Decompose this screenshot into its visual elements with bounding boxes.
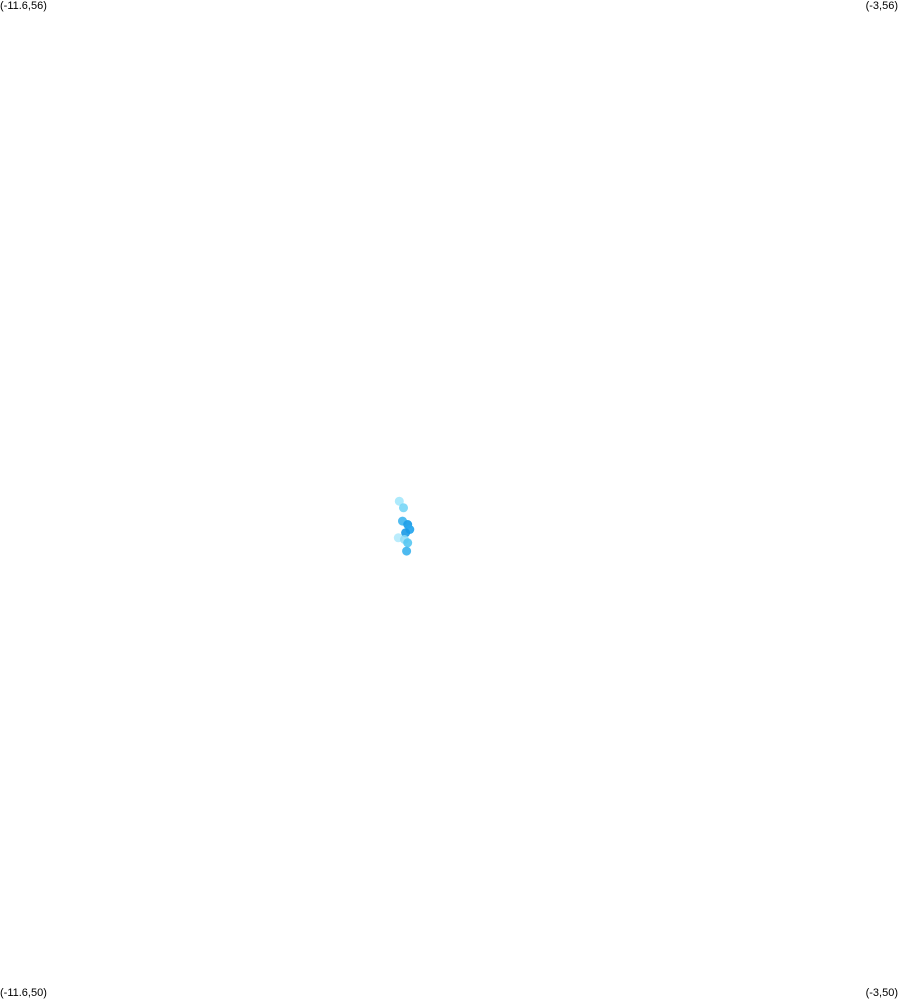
corner-label-bottom-left: (-11.6,50)	[0, 987, 47, 999]
map-point	[401, 528, 411, 538]
corner-label-bottom-right: (-3,50)	[865, 987, 898, 999]
map-point	[399, 503, 408, 513]
map-point	[402, 546, 412, 556]
map-point	[394, 496, 404, 506]
map-point	[403, 538, 413, 548]
corner-label-top-right: (-3,56)	[865, 0, 898, 12]
corner-label-top-left: (-11.6,56)	[0, 0, 47, 12]
